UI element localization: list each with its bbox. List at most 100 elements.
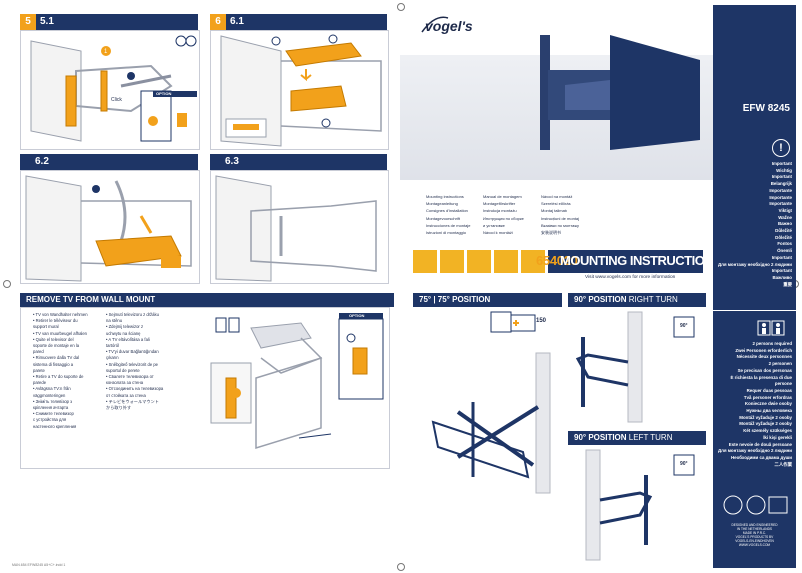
footer-line: WWW.VOGELS.COM [738, 543, 771, 547]
deg-90-right: 90° [680, 323, 688, 329]
wall-mount-arm-drawing: 1 [30, 35, 197, 142]
product-code: 654020 [536, 253, 578, 268]
language-title: Instrucțiuni de montaj [541, 215, 580, 221]
language-title: Инструкция по сборке [483, 215, 524, 221]
position-90-right-suffix: RIGHT TURN [626, 295, 678, 304]
language-title: и установке [483, 222, 505, 228]
instruction-line: から取り外す [106, 405, 132, 411]
footer-line: DESIGNED AND ENGINEERED [731, 523, 778, 527]
important-line: Importante [769, 194, 792, 200]
persons-line: Konieczne dwie osoby [744, 401, 792, 407]
remove-tv-panel: • TV von Wandhalter nehmen • Retirer le … [20, 307, 390, 469]
position-90-left-panel: 90° [568, 445, 700, 563]
yellow-block [440, 250, 464, 273]
step-6-2-illustration [20, 170, 200, 284]
two-persons-list: 2 persons required Zwei Personen erforde… [713, 341, 796, 468]
instruction-line: • Sejmutí televizoru z držáku [106, 312, 159, 317]
persons-line: Két személy szükséges [743, 428, 792, 434]
important-line: Wichtig [776, 167, 792, 173]
step-title: 5.1 [40, 16, 54, 27]
registration-mark [3, 280, 11, 288]
persons-line: Este nevoie de două persoane [728, 441, 792, 447]
important-line: Viktigt [778, 207, 792, 213]
important-line: Важно [777, 221, 792, 227]
important-line: Önemli [777, 248, 792, 254]
instruction-line: • テレビをウォールマウント [106, 398, 159, 404]
languages-col3: Návod na montáž Szerelési előírás Montaj… [541, 193, 621, 236]
svg-text:1: 1 [104, 49, 108, 55]
important-icon: ! [772, 139, 790, 157]
important-list: Important Wichtig Important Belangrijk I… [713, 161, 796, 288]
step-title: 6.3 [225, 156, 239, 167]
instruction-line: • Quite el televisor del [33, 336, 74, 342]
step-6-3-header: 6.3 [210, 154, 387, 170]
position-90-right-bold: 90° POSITION [574, 295, 627, 304]
persons-line: 2 persons required [752, 341, 792, 346]
step-5-1-illustration: 1 Click OPTION [20, 30, 200, 150]
instruction-line: • Rimuovere dalla TV dal [33, 355, 80, 361]
persons-line: Montáž vyžaduje 2 osoby [739, 414, 792, 420]
language-title: 安装说明书 [541, 230, 561, 236]
yellow-block [467, 250, 491, 273]
registration-mark [397, 563, 405, 571]
option-label: OPTION [349, 313, 365, 318]
instruction-line: • Отсоединить на телевизора [106, 386, 164, 392]
language-title: Вказівки по монтажу [541, 222, 580, 228]
persons-line: Se precisan dos personas [737, 367, 792, 373]
persons-line: Для монтажу необхідно 2 людини [718, 448, 792, 454]
remove-instructions-col1: • TV von Wandhalter nehmen • Retirer le … [33, 312, 103, 430]
model-number: EFW 8245 [742, 103, 790, 114]
persons-line: Montáž vyžaduje 2 osoby [739, 421, 792, 427]
step-6-1-illustration [210, 30, 389, 150]
language-title: Istruzioni di montaggio [426, 230, 467, 236]
persons-line: Zwei Personen erforderlich [735, 347, 792, 353]
position-90-right-drawing [575, 311, 695, 423]
sidebar-divider [713, 310, 796, 311]
important-line: Для монтажу необхідно 2 людини Important [718, 261, 792, 274]
position-90-right-header: 90° POSITION RIGHT TURN [568, 293, 706, 307]
important-line: Важливо [772, 274, 792, 280]
instruction-line: soporte de montaje en la [33, 343, 80, 349]
position-90-right-panel: 90° [568, 307, 700, 427]
step-number: 6 [210, 14, 226, 30]
yellow-block [494, 250, 518, 273]
brand-swoosh-icon [421, 16, 449, 33]
instruction-line: • Sněbgiteő televizorit de pe [106, 361, 158, 367]
languages-col2: Manual de montagem Montagefőrskrifter In… [483, 193, 563, 236]
instruction-line: • Retire a TV do suporte de [33, 374, 84, 380]
cable-routing-drawing [25, 175, 192, 282]
footer-line: IN THE NETHERLANDS [736, 527, 772, 531]
instruction-line: uchwytu na ścianę [106, 330, 141, 336]
instruction-line: support mural [33, 324, 59, 330]
position-90-left-drawing [585, 449, 695, 561]
persons-line: È richiesta la presenza di due persone [730, 374, 793, 387]
persons-line: Необходими са двама души [730, 454, 792, 460]
persons-line: Nécessite deux personnes [736, 354, 792, 360]
important-line: Důležité [775, 228, 792, 234]
language-title: Szerelési előírás [541, 201, 571, 207]
language-title: Montagefőrskrifter [483, 201, 516, 207]
instruction-line: • Retirer le téléviseur du [33, 318, 78, 324]
position-90-left-suffix: LEFT TURN [626, 433, 673, 442]
click-label: Click [111, 97, 122, 103]
mounting-instructions-title: MOUNTING INSTRUCTIONS [560, 253, 722, 268]
instruction-line: na stěnu [106, 318, 123, 324]
deg-90-left: 90° [680, 461, 688, 467]
title-bar [548, 250, 703, 273]
instruction-line: väggmonteringen [33, 392, 66, 398]
brand-logo: vogel's [425, 18, 473, 34]
language-title: Manual de montagem [483, 194, 522, 199]
instruction-line: çıkarın [106, 355, 119, 361]
language-title: Consignes d'installation [426, 208, 468, 214]
instruction-line: • Свалете телевизора от [106, 374, 154, 380]
language-title: Instrukcja montażu [483, 208, 517, 214]
language-title: Montaj talimatı [541, 208, 568, 214]
instruction-line: кріплення ачтарта [33, 405, 69, 411]
step-number: 5 [20, 14, 36, 30]
two-persons-icon [757, 320, 785, 336]
tv-attach-drawing [220, 34, 382, 147]
finished-mount-drawing [215, 175, 377, 282]
option-label: OPTION [156, 91, 172, 96]
